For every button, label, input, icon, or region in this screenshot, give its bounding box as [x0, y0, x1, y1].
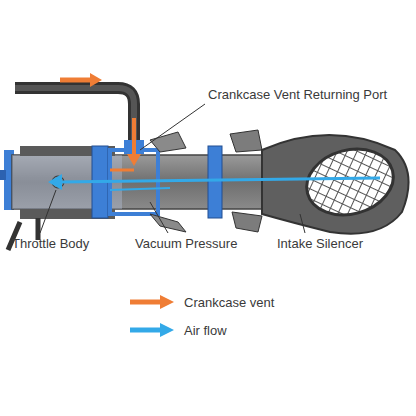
part-label: Crankcase Vent Returning Port — [208, 87, 387, 102]
legend-text: Crankcase vent — [184, 295, 274, 310]
part-label: Vacuum Pressure — [135, 236, 237, 251]
legend-text: Air flow — [184, 323, 227, 338]
part-label: Throttle Body — [12, 236, 89, 251]
part-label: Intake Silencer — [277, 236, 363, 251]
